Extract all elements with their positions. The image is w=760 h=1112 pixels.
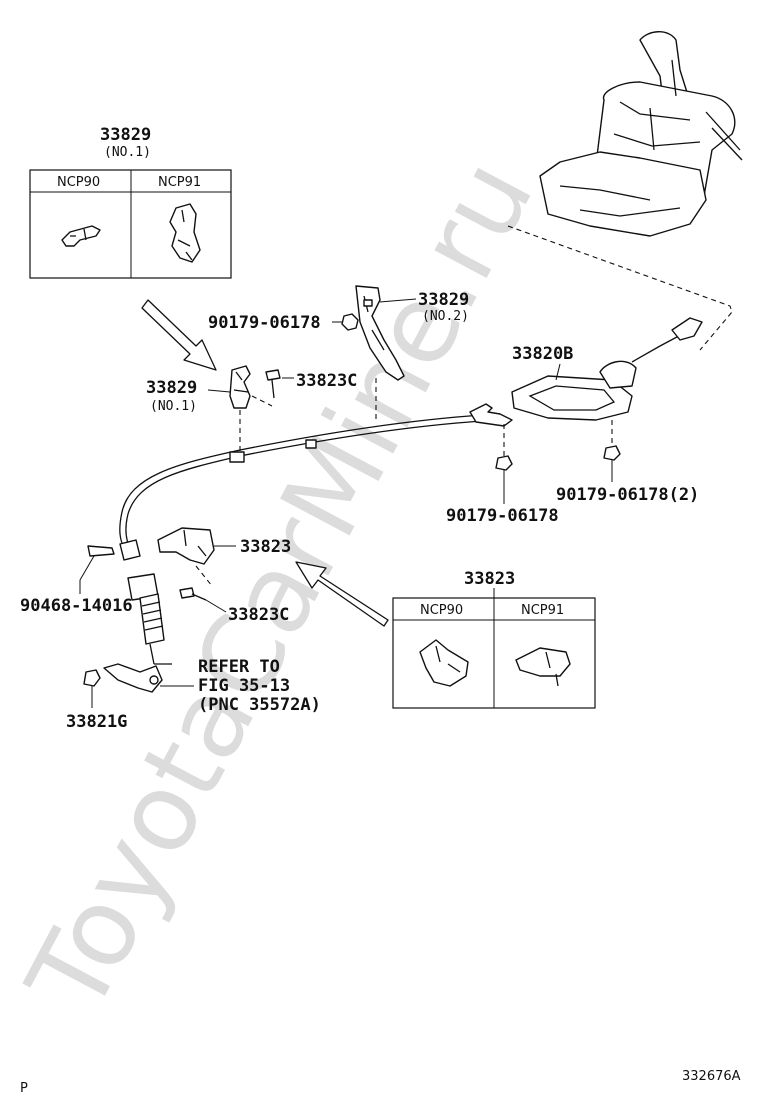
table-header-ncp90: NCP90 (57, 175, 100, 190)
clamp-33829-no1-drawing (229, 365, 251, 409)
pointer-arrow-upper (141, 299, 217, 371)
label-33821g: 33821G (66, 712, 127, 732)
bracket-33823-ncp91-drawing (515, 647, 571, 687)
shift-cable-drawing (119, 403, 513, 665)
nut-right-drawing (603, 445, 621, 461)
bolt-lower-drawing (179, 587, 207, 601)
variant-table-33829: NCP90 NCP91 (29, 169, 232, 279)
bracket-33823-ncp90-drawing (419, 639, 469, 687)
refer-line-3: (PNC 35572A) (198, 695, 321, 715)
bracket-ncp90-drawing (61, 225, 101, 247)
label-33829-no2-sub: (NO.2) (422, 309, 469, 324)
table-header-ncp91: NCP91 (158, 175, 201, 190)
refer-line-1: REFER TO (198, 657, 280, 677)
label-33823: 33823 (240, 537, 291, 557)
footer-illustration-code: 332676A (682, 1069, 741, 1084)
refer-line-2: FIG 35-13 (198, 676, 290, 696)
table-header-ncp91-lower: NCP91 (521, 603, 564, 618)
label-90179-right: 90179-06178(2) (556, 485, 699, 505)
cable-bracket-drawing (511, 317, 703, 421)
table-header-ncp90-lower: NCP90 (420, 603, 463, 618)
clip-drawing (87, 545, 115, 557)
label-90468: 90468-14016 (20, 596, 133, 616)
label-33829-no2: 33829 (418, 290, 469, 310)
shift-lever-assembly-drawing (539, 31, 743, 237)
nut-center-drawing (495, 455, 513, 471)
bracket-33823-drawing (157, 527, 215, 565)
footer-page-marker: P (20, 1081, 28, 1096)
label-33829-top-sub: (NO.1) (104, 145, 151, 160)
label-33823-box: 33823 (464, 569, 515, 589)
label-33823c-lower: 33823C (228, 605, 289, 625)
bracket-33829-no2-drawing (355, 285, 405, 381)
bracket-ncp91-drawing (169, 203, 201, 263)
label-33829-mid: 33829 (146, 378, 197, 398)
label-33823c-upper: 33823C (296, 371, 357, 391)
assembly-link-line (507, 225, 733, 351)
cable-end-drawing (103, 663, 172, 693)
bolt-upper-drawing (265, 369, 281, 399)
label-90179-upper: 90179-06178 (208, 313, 321, 333)
pointer-arrow-lower (295, 561, 389, 627)
label-33820b: 33820B (512, 344, 573, 364)
label-33829-top: 33829 (100, 125, 151, 145)
label-90179-center: 90179-06178 (446, 506, 559, 526)
variant-table-33823: NCP90 NCP91 (392, 597, 596, 709)
label-33829-mid-sub: (NO.1) (150, 399, 197, 414)
nut-33821g-drawing (83, 669, 101, 687)
nut-upper-drawing (341, 313, 359, 331)
